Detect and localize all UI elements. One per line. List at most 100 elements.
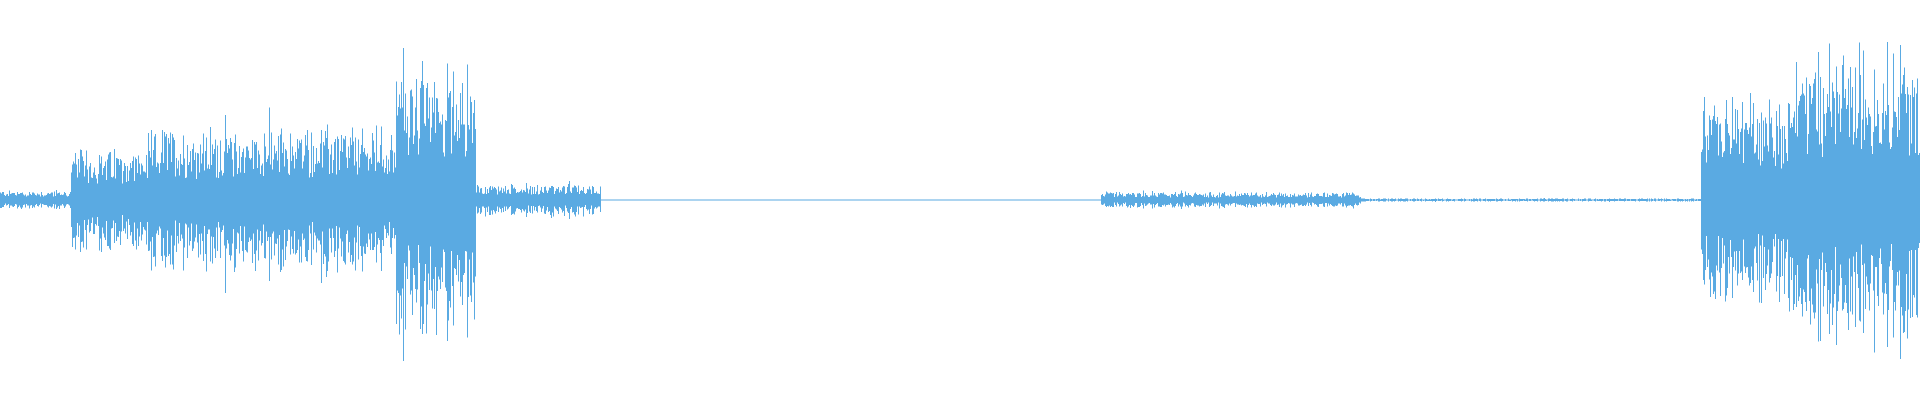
waveform-bar xyxy=(1604,198,1605,202)
waveform-bar xyxy=(1331,195,1332,205)
waveform-bar xyxy=(1524,199,1525,201)
waveform-bar xyxy=(1219,192,1220,209)
waveform-bar xyxy=(1234,196,1235,204)
waveform-bar xyxy=(346,157,347,235)
waveform-bar xyxy=(15,195,16,204)
waveform-bar xyxy=(1864,140,1865,264)
waveform-bar xyxy=(1123,196,1124,203)
waveform-bar xyxy=(1220,197,1221,204)
waveform-bar xyxy=(1218,197,1219,203)
waveform-bar xyxy=(539,193,540,206)
waveform-bar xyxy=(1139,193,1140,208)
waveform-bar xyxy=(1244,192,1245,206)
waveform-bar xyxy=(1741,128,1742,272)
waveform-bar xyxy=(1818,52,1819,342)
waveform-bar xyxy=(584,193,585,207)
waveform-bar xyxy=(546,190,547,211)
waveform-bar xyxy=(1777,126,1778,277)
waveform-bar xyxy=(1682,198,1683,202)
waveform-bar xyxy=(39,194,40,205)
waveform-bar xyxy=(1133,193,1134,207)
waveform-bar xyxy=(1360,196,1361,204)
waveform-bar xyxy=(545,186,546,214)
waveform-bar xyxy=(1261,197,1262,203)
waveform-bar xyxy=(1204,196,1205,204)
waveform-bar xyxy=(59,192,60,209)
waveform-bar xyxy=(357,174,358,226)
waveform-bar xyxy=(1697,199,1698,201)
waveform-bar xyxy=(1164,194,1165,205)
waveform-bar xyxy=(1536,198,1537,201)
waveform-bar xyxy=(251,158,252,240)
waveform-bar xyxy=(71,172,72,228)
waveform-bar xyxy=(1510,199,1511,201)
waveform-bar xyxy=(402,107,403,289)
waveform-bar xyxy=(318,160,319,241)
waveform-bar xyxy=(1302,195,1303,206)
waveform-bar xyxy=(1589,198,1590,202)
waveform-bar xyxy=(1690,199,1691,201)
waveform-bar xyxy=(1352,192,1353,207)
waveform-bar xyxy=(86,150,87,250)
waveform-bar xyxy=(1565,199,1566,201)
waveform-bar xyxy=(499,191,500,208)
waveform-bar xyxy=(1375,199,1376,201)
waveform-bar xyxy=(1908,94,1909,310)
waveform-bar xyxy=(329,174,330,229)
waveform-bar xyxy=(1854,132,1855,273)
waveform-bar xyxy=(1474,198,1475,202)
waveform-bar xyxy=(288,173,289,230)
waveform-bar xyxy=(398,106,399,293)
waveform-bar xyxy=(1890,149,1891,262)
waveform-bar xyxy=(1258,196,1259,205)
waveform-bar xyxy=(467,64,468,338)
waveform-bar xyxy=(236,151,237,250)
waveform-bar xyxy=(163,163,164,238)
waveform-bar xyxy=(1242,194,1243,205)
waveform-bar xyxy=(186,177,187,225)
waveform-bar xyxy=(558,187,559,215)
waveform-bar xyxy=(264,133,265,258)
waveform-bar xyxy=(1149,196,1150,204)
waveform-bar xyxy=(1543,198,1544,202)
waveform-bar xyxy=(1668,198,1669,202)
waveform-bar xyxy=(445,120,446,288)
waveform-bar xyxy=(1911,143,1912,250)
waveform-bar xyxy=(156,166,157,234)
waveform-bar xyxy=(1332,192,1333,206)
waveform-bar xyxy=(207,168,208,235)
waveform-bar xyxy=(1109,193,1110,206)
waveform-bar xyxy=(2,192,3,207)
waveform-bar xyxy=(1450,199,1451,201)
waveform-bar xyxy=(1193,195,1194,204)
waveform-bar xyxy=(594,192,595,209)
waveform-bar xyxy=(1202,195,1203,205)
waveform-bar xyxy=(322,167,323,232)
waveform-bar xyxy=(1791,122,1792,281)
waveform-bar xyxy=(213,154,214,238)
waveform-bar xyxy=(1266,192,1267,207)
waveform-bar xyxy=(1611,199,1612,201)
waveform-bar xyxy=(419,138,420,264)
waveform-bar xyxy=(1899,130,1900,271)
waveform-bar xyxy=(1680,198,1681,202)
waveform-bar xyxy=(377,162,378,245)
waveform-bar xyxy=(424,123,425,281)
waveform-bar xyxy=(1887,42,1888,348)
waveform-bar xyxy=(1586,199,1587,201)
waveform-bar xyxy=(1821,143,1822,271)
waveform-bar xyxy=(1876,126,1877,267)
waveform-bar xyxy=(1670,199,1671,201)
waveform-bar xyxy=(1541,198,1542,202)
waveform-bar xyxy=(203,133,204,261)
waveform-bar xyxy=(418,154,419,246)
waveform-bar xyxy=(1560,198,1561,202)
waveform-bar xyxy=(1392,198,1393,202)
waveform-bar xyxy=(1499,199,1500,201)
waveform-bar xyxy=(331,144,332,253)
waveform-bar xyxy=(405,93,406,330)
waveform-bar xyxy=(590,189,591,210)
waveform-bar xyxy=(1801,94,1802,305)
waveform-bar xyxy=(1342,193,1343,207)
